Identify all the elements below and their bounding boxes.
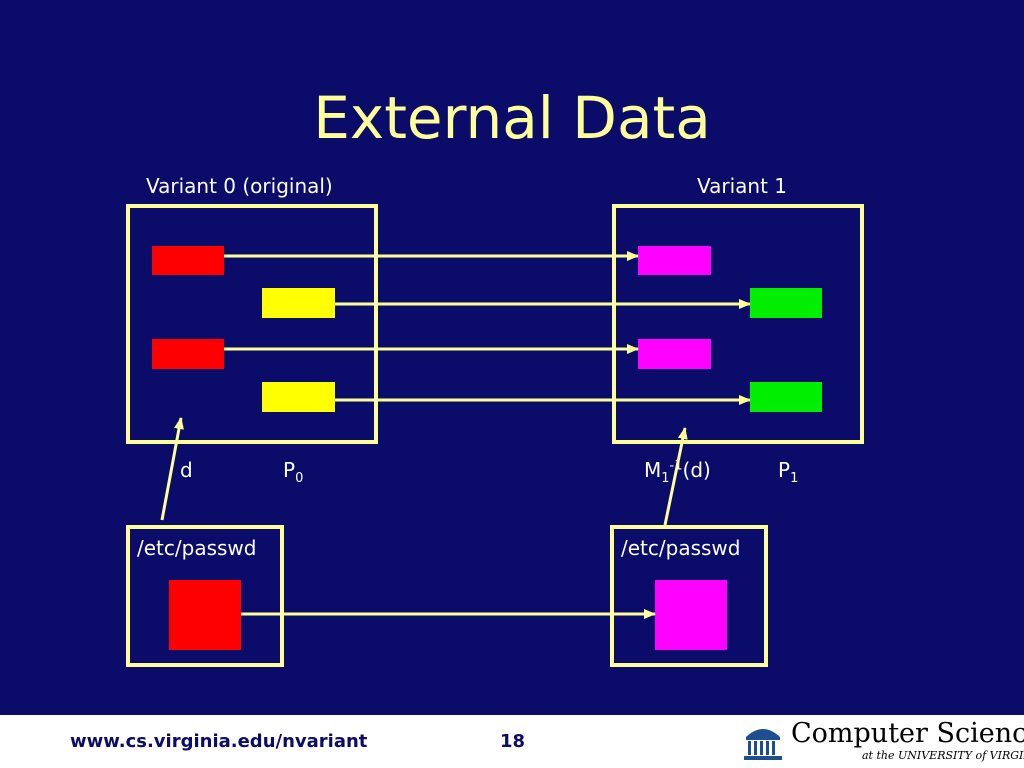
label-p1: P1	[778, 458, 799, 486]
variant-1-memory-box	[612, 204, 864, 444]
variant-1-label: Variant 1	[697, 174, 788, 198]
file-label-variant-1: /etc/passwd	[621, 536, 741, 560]
variant-1-pointer-block-1	[750, 288, 822, 318]
footer-url: www.cs.virginia.edu/nvariant	[70, 731, 368, 752]
rotunda-icon	[744, 729, 782, 760]
variant-0-data-block-1	[152, 246, 224, 275]
variant-0-label: Variant 0 (original)	[146, 174, 333, 198]
file-data-block-variant-0	[169, 580, 241, 650]
file-label-variant-0: /etc/passwd	[137, 536, 257, 560]
arrow-file-to-variant-0	[160, 417, 184, 521]
page-number: 18	[500, 731, 526, 752]
label-m1-inverse-d: M1-1(d)	[644, 458, 711, 486]
file-box-variant-0	[126, 525, 284, 667]
variant-1-data-block-2	[638, 339, 711, 369]
variant-1-pointer-block-2	[750, 382, 822, 412]
logo-title: Computer Science	[791, 718, 1024, 749]
variant-0-memory-box	[126, 204, 378, 444]
slide-title: External Data	[313, 84, 711, 152]
variant-1-data-block-1	[638, 246, 711, 275]
variant-0-data-block-2	[152, 339, 224, 369]
footer-bar: www.cs.virginia.edu/nvariant 18 Computer…	[0, 715, 1024, 768]
variant-0-pointer-block-1	[262, 288, 335, 318]
file-box-variant-1	[610, 525, 768, 667]
label-d: d	[180, 458, 193, 482]
arrow-file-to-variant-1	[663, 427, 688, 526]
logo-subtitle: at the UNIVERSITY of VIRGINIA	[862, 749, 1024, 762]
file-data-block-variant-1	[655, 580, 727, 650]
label-p0: P0	[283, 458, 304, 486]
variant-0-pointer-block-2	[262, 382, 335, 412]
